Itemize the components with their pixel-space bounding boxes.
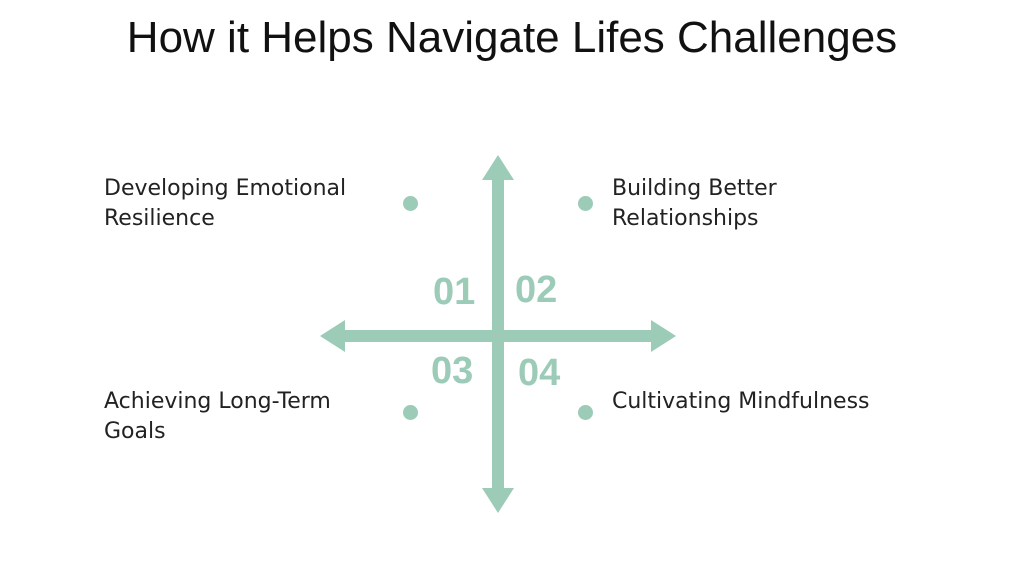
quadrant-number-3: 03	[431, 350, 474, 392]
quadrant-label-1: Developing Emotional Resilience	[104, 176, 347, 231]
arrowhead-left	[320, 320, 345, 352]
quadrant-label-4: Cultivating Mindfulness	[612, 389, 870, 414]
bullet-dot-3	[403, 405, 418, 420]
bullet-dot-1	[403, 196, 418, 211]
arrowhead-up	[482, 155, 514, 180]
bullet-dot-4	[578, 405, 593, 420]
quadrant-number-1: 01	[433, 271, 476, 313]
page-title: How it Helps Navigate Lifes Challenges	[126, 13, 898, 62]
quadrant-label-2: Building Better Relationships	[612, 176, 777, 231]
bullet-dot-2	[578, 196, 593, 211]
quadrant-label-3: Achieving Long-Term Goals	[104, 389, 331, 444]
quadrant-number-4: 04	[518, 352, 561, 394]
quadrant-number-2: 02	[515, 269, 558, 311]
horizontal-arrow-shaft	[338, 330, 656, 342]
arrowhead-right	[651, 320, 676, 352]
arrowhead-down	[482, 488, 514, 513]
